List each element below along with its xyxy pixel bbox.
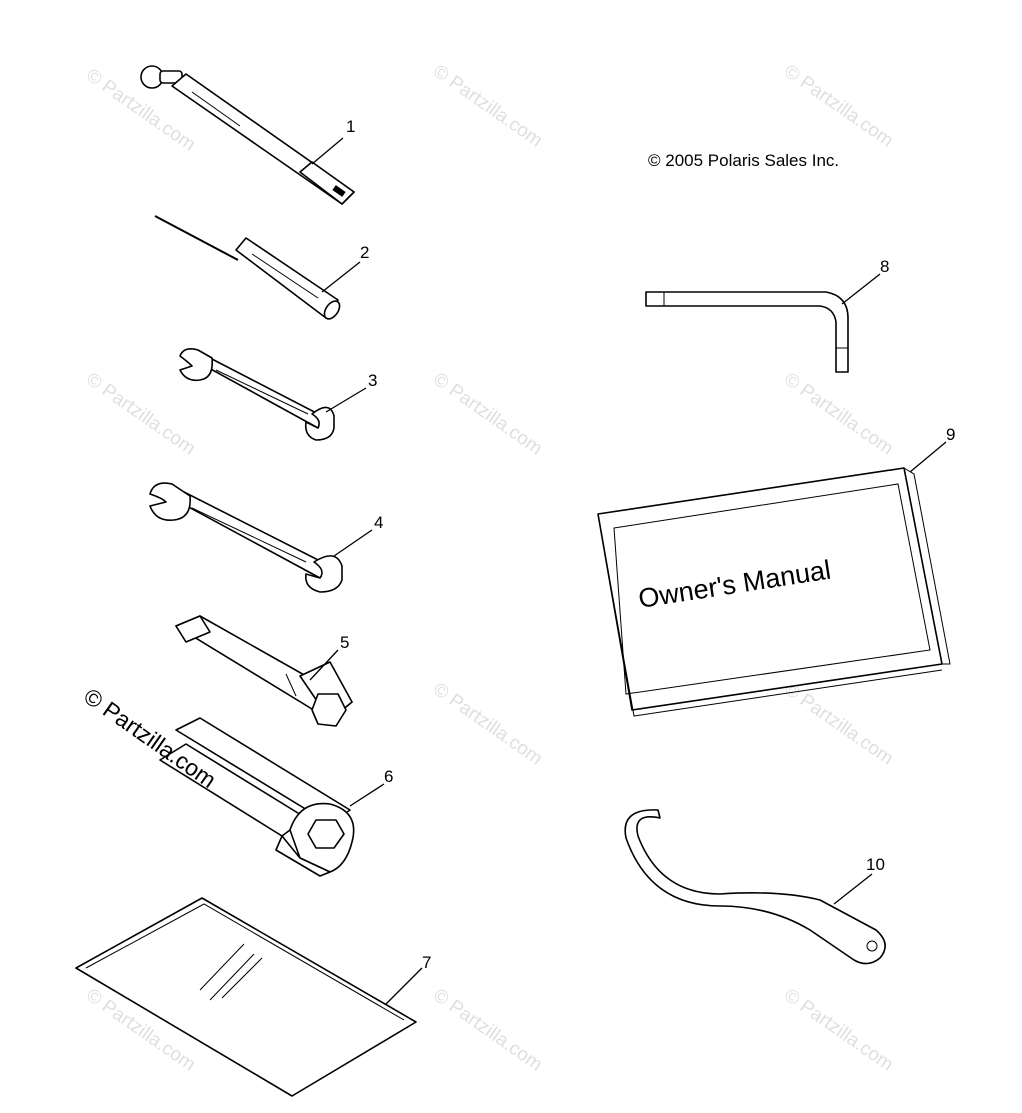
copyright-text: © 2005 Polaris Sales Inc. — [648, 151, 839, 170]
part-9-owners-manual: Owner's Manual — [597, 466, 951, 717]
callout-6: 6 — [384, 767, 393, 786]
part-10-spanner-wrench — [624, 809, 886, 965]
part-3-wrench-small — [179, 348, 335, 441]
part-2-screwdriver — [154, 215, 341, 320]
watermark: © Partzilla.com — [82, 369, 199, 460]
part-8-hex-key — [645, 291, 849, 373]
part-1-tire-gauge — [140, 65, 355, 205]
callout-10: 10 — [866, 855, 885, 874]
watermark: © Partzilla.com — [780, 61, 897, 152]
callout-7: 7 — [422, 953, 431, 972]
callout-9: 9 — [946, 425, 955, 444]
part-6-plug-wrench — [159, 717, 355, 877]
part-7-decal-sheet — [75, 897, 417, 1097]
part-4-wrench-large — [149, 482, 343, 593]
watermark: © Partzilla.com — [780, 985, 897, 1076]
callout-1: 1 — [346, 117, 355, 136]
callout-4: 4 — [374, 513, 383, 532]
watermark: © Partzilla.com — [780, 369, 897, 460]
watermark: © Partzilla.com — [429, 369, 546, 460]
watermark: © Partzilla.com — [429, 61, 546, 152]
callout-5: 5 — [340, 633, 349, 652]
callout-8: 8 — [880, 257, 889, 276]
callout-3: 3 — [368, 371, 377, 390]
part-5-socket-wrench — [175, 615, 353, 727]
watermark: © Partzilla.com — [429, 679, 546, 770]
watermark: © Partzilla.com — [429, 985, 546, 1076]
watermark: © Partzilla.com — [780, 679, 897, 770]
callout-2: 2 — [360, 243, 369, 262]
